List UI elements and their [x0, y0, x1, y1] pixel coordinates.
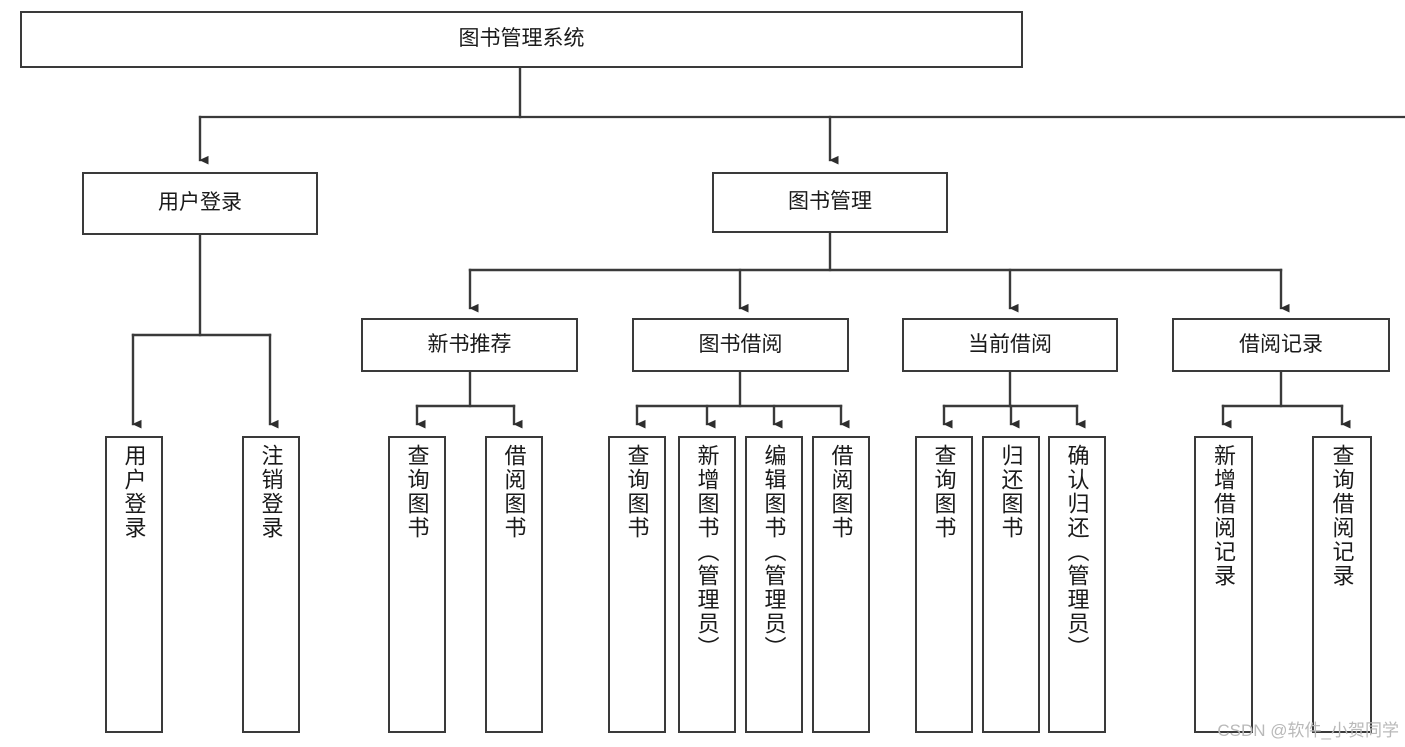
node-label: 查询图书	[624, 444, 650, 540]
node-label: 新书推荐	[427, 332, 512, 356]
leaf-record-query[interactable]: 查询借阅记录	[1312, 436, 1372, 733]
leaf-borrow-add-book-admin[interactable]: 新增图书（管理员）	[678, 436, 736, 733]
node-label: 图书管理	[788, 190, 872, 214]
node-label: 查询图书	[931, 444, 957, 540]
leaf-current-query-book[interactable]: 查询图书	[915, 436, 973, 733]
node-label: 借阅图书	[828, 444, 854, 540]
leaf-current-return-book[interactable]: 归还图书	[982, 436, 1040, 733]
node-borrow-record[interactable]: 借阅记录	[1172, 318, 1390, 372]
leaf-recommend-borrow-book[interactable]: 借阅图书	[485, 436, 543, 733]
node-book-borrow[interactable]: 图书借阅	[632, 318, 849, 372]
leaf-borrow-query-book[interactable]: 查询图书	[608, 436, 666, 733]
node-label: 当前借阅	[968, 332, 1052, 356]
node-label: 新增图书（管理员）	[694, 444, 720, 660]
node-new-book-recommend[interactable]: 新书推荐	[361, 318, 578, 372]
node-label: 借阅图书	[501, 444, 527, 540]
leaf-borrow-borrow-book[interactable]: 借阅图书	[812, 436, 870, 733]
leaf-record-add[interactable]: 新增借阅记录	[1194, 436, 1253, 733]
node-label: 新增借阅记录	[1211, 444, 1237, 588]
node-label: 用户登录	[158, 191, 242, 215]
node-label: 注销登录	[258, 444, 284, 540]
node-label: 查询图书	[404, 444, 430, 540]
node-label: 确认归还（管理员）	[1064, 444, 1090, 660]
leaf-current-confirm-return-admin[interactable]: 确认归还（管理员）	[1048, 436, 1106, 733]
csdn-watermark: CSDN @软件_小贺同学	[1217, 721, 1399, 740]
leaf-recommend-query-book[interactable]: 查询图书	[388, 436, 446, 733]
node-label: 归还图书	[998, 444, 1024, 540]
node-book-management[interactable]: 图书管理	[712, 172, 948, 233]
node-user-login[interactable]: 用户登录	[82, 172, 318, 235]
node-label: 编辑图书（管理员）	[761, 444, 787, 660]
leaf-user-login[interactable]: 用户登录	[105, 436, 163, 733]
node-root-system[interactable]: 图书管理系统	[20, 11, 1023, 68]
node-label: 图书管理系统	[458, 27, 585, 51]
node-current-borrow[interactable]: 当前借阅	[902, 318, 1118, 372]
node-label: 图书借阅	[698, 332, 783, 356]
node-label: 借阅记录	[1239, 332, 1323, 356]
leaf-user-logout[interactable]: 注销登录	[242, 436, 300, 733]
leaf-borrow-edit-book-admin[interactable]: 编辑图书（管理员）	[745, 436, 803, 733]
node-label: 查询借阅记录	[1329, 444, 1355, 588]
node-label: 用户登录	[121, 444, 147, 540]
